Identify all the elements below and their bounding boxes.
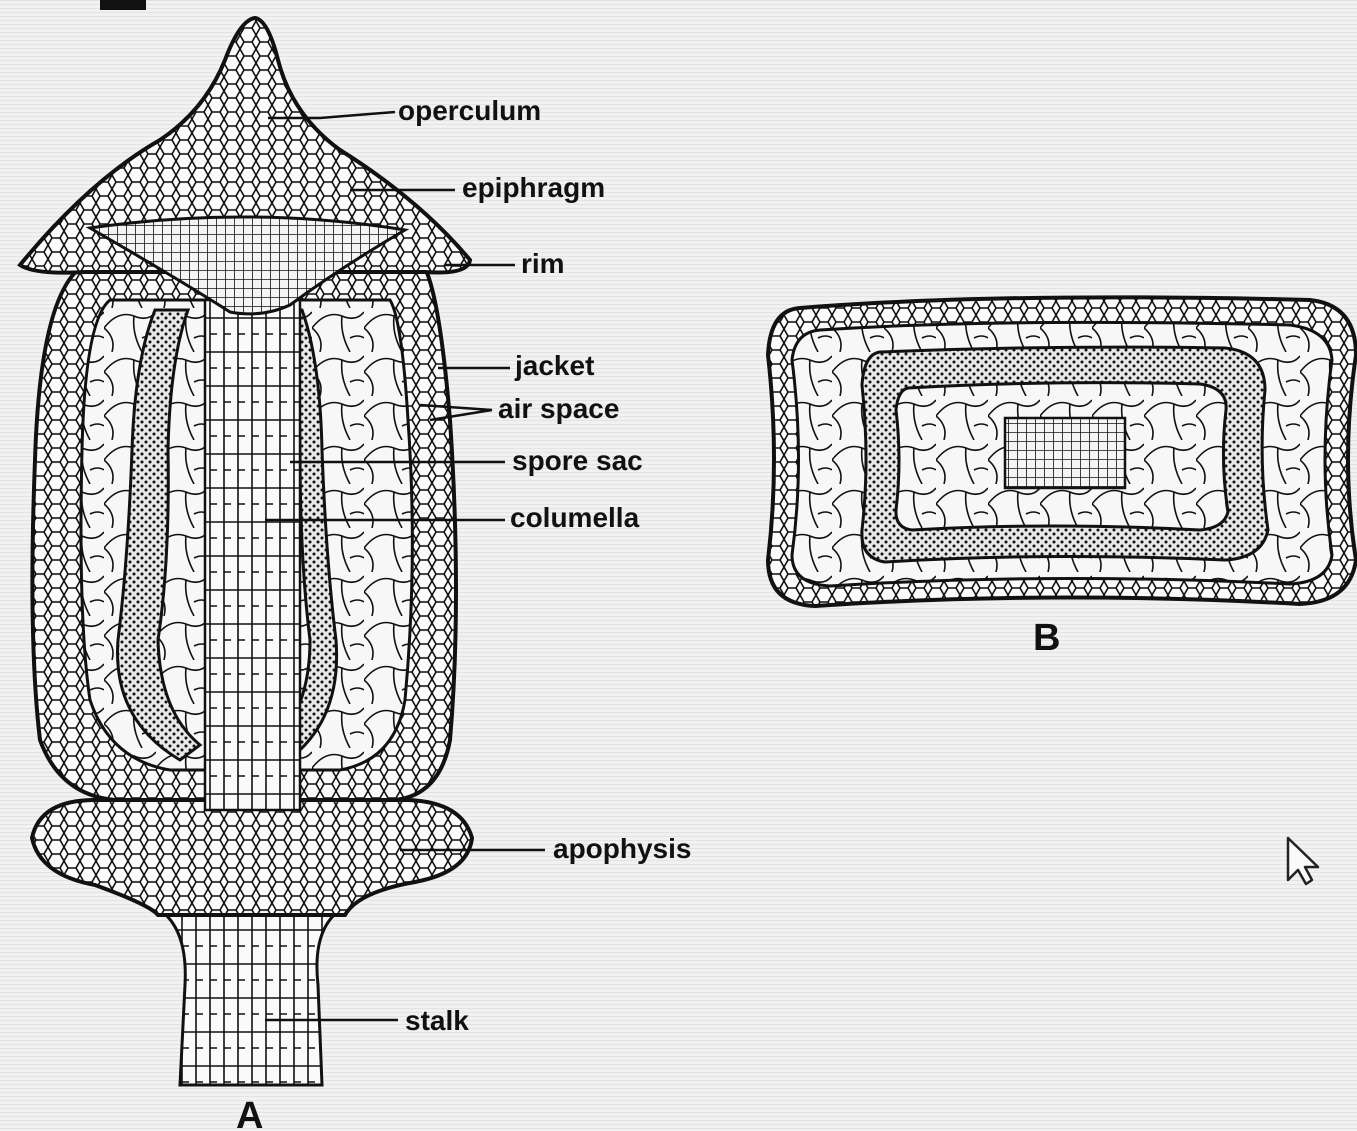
columella [205, 300, 300, 810]
label-spore-sac: spore sac [512, 445, 643, 476]
cross-columella [1005, 418, 1125, 488]
label-air-space: air space [498, 393, 619, 424]
capsule-cross-section [768, 297, 1356, 606]
cropped-text-fragment [100, 0, 146, 10]
label-apophysis: apophysis [553, 833, 691, 864]
label-columella: columella [510, 502, 640, 533]
panel-letter-b: B [1033, 617, 1060, 659]
label-jacket: jacket [514, 350, 594, 381]
label-operculum: operculum [398, 95, 541, 126]
stalk [160, 910, 340, 1085]
label-epiphragm: epiphragm [462, 172, 605, 203]
label-stalk: stalk [405, 1005, 469, 1036]
panel-letter-a: A [236, 1095, 263, 1131]
label-rim: rim [521, 248, 565, 279]
